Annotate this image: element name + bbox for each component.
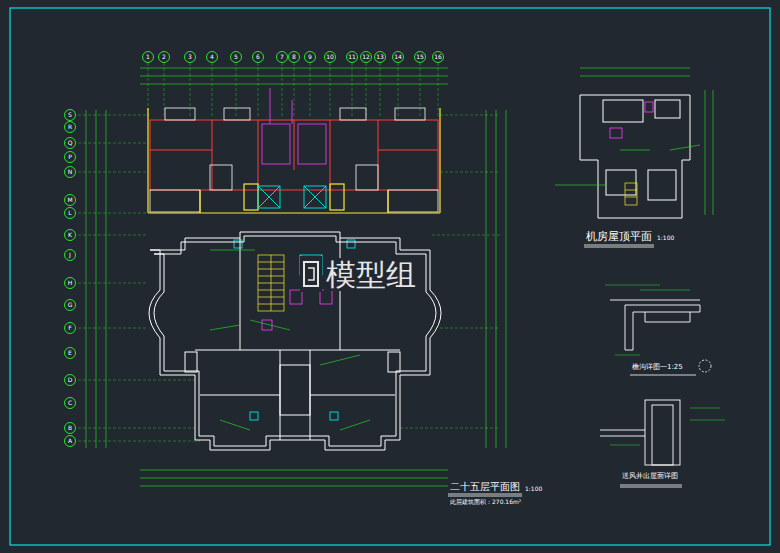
- axis-bubble: J: [64, 249, 76, 261]
- axis-bubble: A: [64, 435, 76, 447]
- axis-bubble: 13: [374, 51, 386, 63]
- drawing-scale: 1:100: [525, 486, 542, 493]
- drawing-title: 二十五层平面图: [450, 481, 520, 492]
- axis-bubble: 3: [184, 51, 196, 63]
- drawing-scale: 1:100: [657, 235, 674, 242]
- axis-bubble: 5: [230, 51, 242, 63]
- drawing-title: 机房屋顶平面: [586, 231, 652, 243]
- axis-bubble: E: [64, 347, 76, 359]
- axis-bubble: Q: [64, 137, 76, 149]
- axis-bubble: 4: [206, 51, 218, 63]
- axis-bubble: D: [64, 374, 76, 386]
- axis-bubble: 12: [360, 51, 372, 63]
- axis-bubble: F: [64, 322, 76, 334]
- area-note: 此层建筑面积：270.16m²: [450, 499, 521, 506]
- axis-bubble: H: [64, 277, 76, 289]
- axis-bubble: 8: [288, 51, 300, 63]
- axis-bubble: L: [64, 207, 76, 219]
- axis-bubble: 10: [324, 51, 336, 63]
- axis-bubble: 11: [346, 51, 358, 63]
- axis-bubble: C: [64, 397, 76, 409]
- detail-title: 檐沟详图一1:25: [632, 364, 683, 372]
- axis-bubble: 6: [252, 51, 264, 63]
- axis-bubble: 14: [392, 51, 404, 63]
- axis-bubble: B: [64, 422, 76, 434]
- axis-bubble: 9: [304, 51, 316, 63]
- axis-bubble: G: [64, 299, 76, 311]
- watermark-text: 模型组: [324, 258, 418, 291]
- axis-bubble: 2: [158, 51, 170, 63]
- axis-bubble: N: [64, 166, 76, 178]
- axis-bubble: S: [64, 109, 76, 121]
- axis-bubble: 16: [432, 51, 444, 63]
- axis-bubble: P: [64, 151, 76, 163]
- axis-bubble: K: [64, 229, 76, 241]
- detail-title: 送风井出屋面详图: [622, 473, 678, 481]
- axis-bubble: M: [64, 194, 76, 206]
- axis-bubble: 7: [276, 51, 288, 63]
- axis-bubble: 15: [414, 51, 426, 63]
- axis-bubble: R: [64, 121, 76, 133]
- axis-bubble: 1: [142, 51, 154, 63]
